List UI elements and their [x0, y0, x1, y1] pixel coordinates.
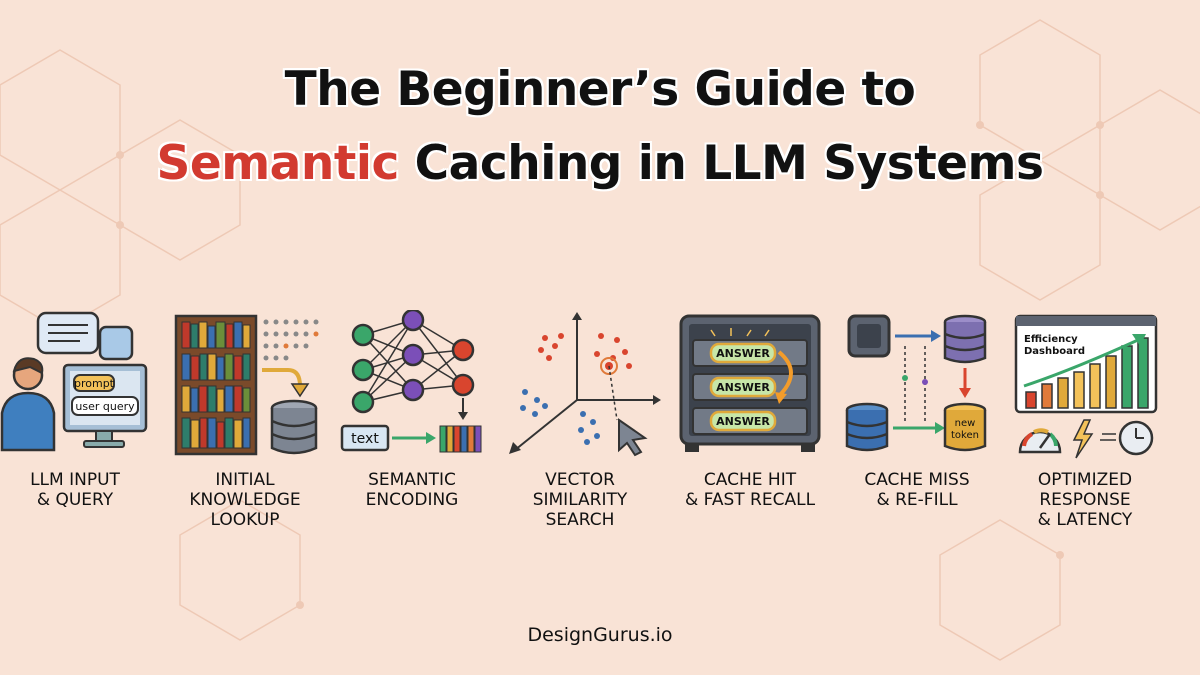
footer-brand: DesignGurus.io [527, 624, 673, 646]
text-input-label: text [351, 431, 379, 447]
title-rest: Caching in LLM Systems [398, 136, 1044, 191]
cache-server-icon: ANSWER ANSWER ANSWER [679, 314, 821, 452]
user-query-text: user query [75, 400, 135, 413]
dashboard-title-2: Dashboard [1024, 346, 1085, 357]
title-highlight: Semantic [156, 136, 399, 191]
user-at-computer-icon: prompt user query [0, 311, 148, 452]
bookshelf-database-icon [174, 314, 319, 456]
prompt-text: prompt [74, 377, 115, 390]
new-token-text-2: token [951, 430, 979, 441]
answer-badge-2: ANSWER [716, 381, 770, 394]
dashboard-icon: Efficiency Dashboard [1014, 314, 1158, 459]
database-refill-icon: new token [845, 314, 987, 452]
vector-space-icon [509, 312, 661, 457]
answer-badge-1: ANSWER [716, 347, 770, 360]
step-1-label: LLM INPUT& QUERY [30, 470, 120, 510]
step-5-label: CACHE HIT& FAST RECALL [684, 470, 816, 510]
dashboard-title-1: Efficiency [1024, 334, 1078, 345]
page-title-line-2: Semantic Caching in LLM Systems [0, 136, 1200, 191]
new-token-text-1: new [955, 418, 976, 429]
page-title-line-1: The Beginner’s Guide to [284, 62, 916, 117]
answer-badge-3: ANSWER [716, 415, 770, 428]
neural-network-icon: text [340, 310, 482, 453]
step-6-label: CACHE MISS& RE-FILL [864, 470, 970, 510]
